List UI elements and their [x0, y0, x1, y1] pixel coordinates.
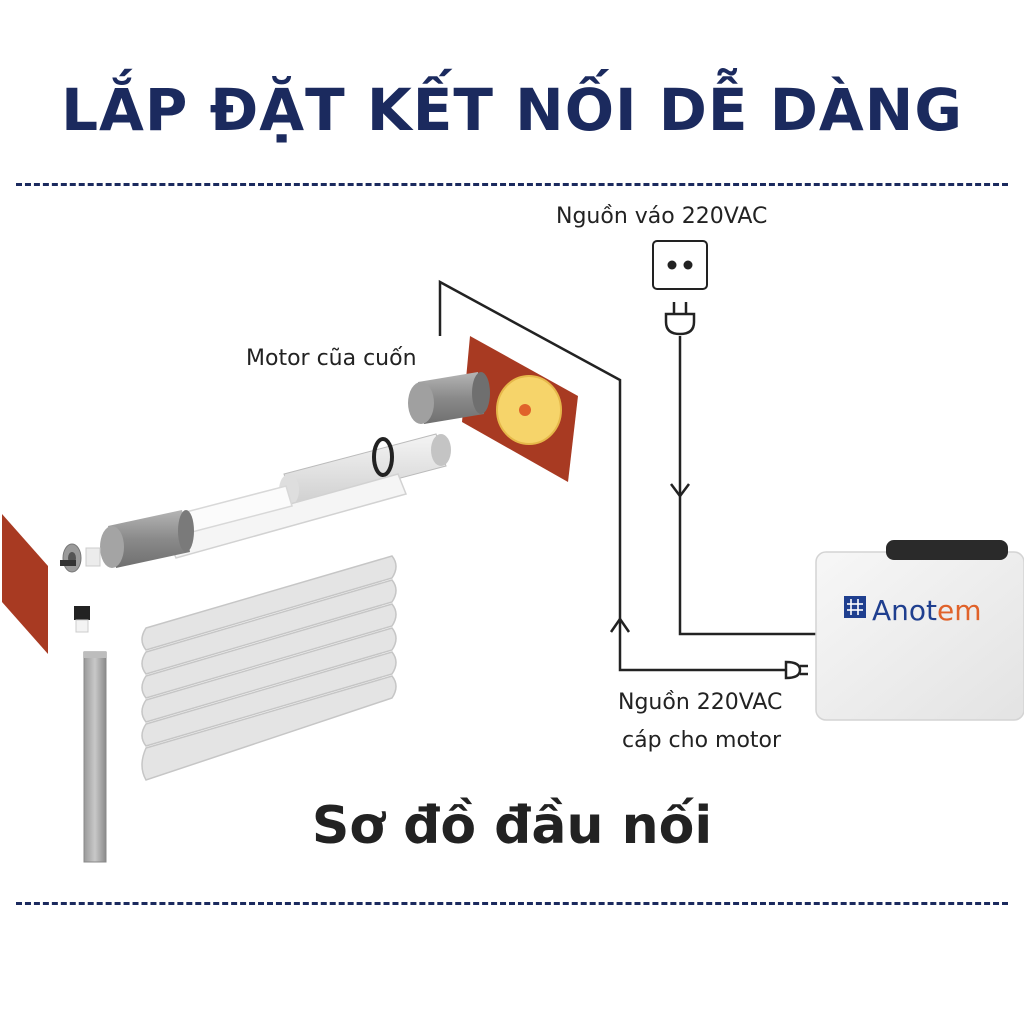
- plug-icon: [664, 302, 696, 336]
- brand-name-accent: em: [937, 593, 982, 627]
- power-input-wire: [670, 336, 818, 636]
- motor-bracket-right: [462, 336, 578, 482]
- diagram-title: Sơ đồ đầu nối: [311, 796, 713, 856]
- shutter-slats: [141, 555, 397, 781]
- brand-logo-icon: [844, 596, 866, 618]
- guide-rail: [83, 651, 107, 863]
- brand-name-main: Anot: [872, 593, 938, 627]
- controller-box: [815, 540, 1024, 721]
- motor-bracket-left: [2, 514, 48, 654]
- power-input-label: Nguồn váo 220VAC: [556, 204, 768, 229]
- power-socket-icon: [652, 240, 708, 290]
- roller-drum: [100, 510, 194, 568]
- motor-power-wire: [438, 279, 786, 672]
- plug-icon: [784, 660, 808, 680]
- top-divider: [16, 183, 1008, 186]
- bottom-divider: [16, 902, 1008, 905]
- page-title: LẮP ĐẶT KẾT NỐI DỄ DÀNG: [61, 76, 963, 144]
- motor-power-label-line1: Nguồn 220VAC: [618, 690, 783, 715]
- guide-cap: [74, 606, 90, 633]
- roller-tube-end: [279, 433, 451, 507]
- motor-cylinder: [408, 372, 490, 424]
- end-cap-parts: [60, 543, 101, 573]
- motor-label: Motor cũa cuốn: [246, 346, 417, 371]
- motor-power-label-line2: cáp cho motor: [622, 728, 782, 753]
